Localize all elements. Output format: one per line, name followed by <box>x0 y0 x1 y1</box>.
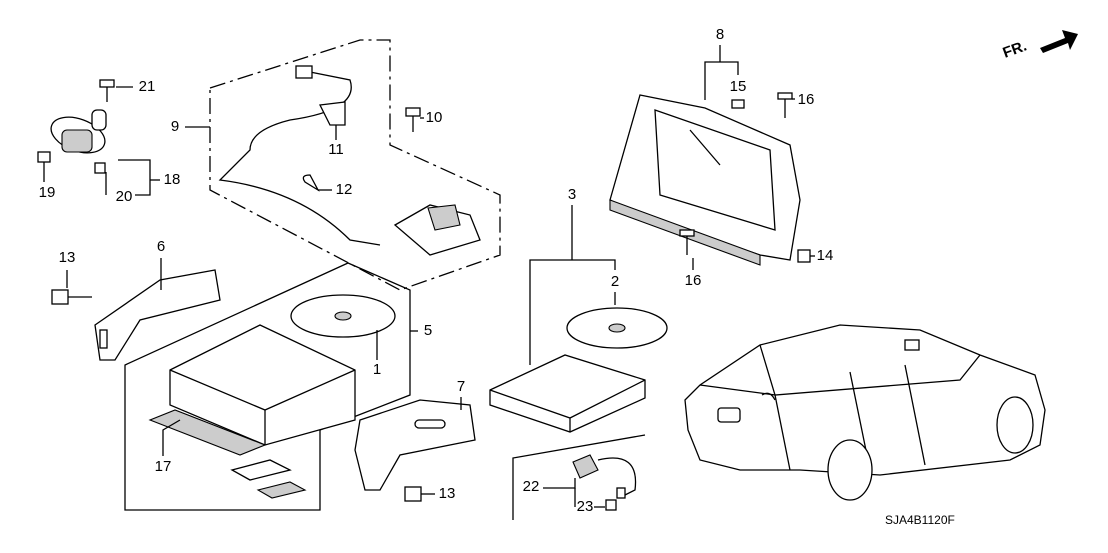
part-8-display-panel <box>609 94 801 266</box>
part-10-bolt <box>405 107 424 132</box>
callout-2: 2 <box>611 273 619 290</box>
callout-16-bottom: 16 <box>685 272 702 289</box>
part-5-group-outline <box>124 262 411 511</box>
callout-16-top: 16 <box>798 91 815 108</box>
callout-6: 6 <box>157 238 165 255</box>
part-7-bracket <box>354 397 476 491</box>
part-22-group-outline <box>512 434 646 520</box>
callout-11: 11 <box>328 141 344 158</box>
callout-8: 8 <box>716 26 724 43</box>
callout-20: 20 <box>116 188 133 205</box>
callout-1: 1 <box>373 361 381 378</box>
arrow-icon <box>1040 30 1078 53</box>
diagram-code: SJA4B1120F <box>885 513 955 527</box>
part-6-bracket <box>94 258 221 361</box>
part-9-harness <box>218 65 481 256</box>
callout-5: 5 <box>424 322 432 339</box>
callout-15: 15 <box>730 78 747 95</box>
part-14-clip <box>797 249 815 263</box>
part-18-camera <box>50 109 160 196</box>
part-16-screw-bottom <box>679 229 695 270</box>
part-22-antenna <box>572 454 637 499</box>
callout-3: 3 <box>568 186 576 203</box>
part-16-screw-top <box>777 92 795 118</box>
callout-17: 17 <box>155 458 172 475</box>
part-15-clip <box>731 99 745 109</box>
front-direction-arrow: FR. <box>1001 30 1078 62</box>
part-9-harness-group <box>209 39 501 291</box>
part-21-screw <box>99 79 133 102</box>
part-3-disc-case <box>489 354 646 433</box>
callout-22: 22 <box>523 478 540 495</box>
part-13-bolt-right <box>404 486 435 502</box>
callout-19: 19 <box>39 184 56 201</box>
callout-7: 7 <box>457 378 465 395</box>
callout-12: 12 <box>336 181 353 198</box>
part-2-disc <box>566 307 668 349</box>
callout-13-right: 13 <box>439 485 456 502</box>
direction-label: FR. <box>1001 38 1030 62</box>
part-23-nut <box>605 499 617 511</box>
callout-14: 14 <box>817 247 834 264</box>
vehicle-sedan <box>684 324 1046 501</box>
part-19-clip <box>37 151 51 182</box>
callout-21: 21 <box>139 78 156 95</box>
callout-10: 10 <box>426 109 443 126</box>
part-13-bolt-left <box>51 270 92 305</box>
part-1-disc <box>290 294 396 360</box>
part-17-navigation-unit <box>148 324 356 499</box>
callout-9: 9 <box>171 118 179 135</box>
callout-13-left: 13 <box>59 249 76 266</box>
callout-23: 23 <box>577 498 594 515</box>
callout-18: 18 <box>164 171 181 188</box>
